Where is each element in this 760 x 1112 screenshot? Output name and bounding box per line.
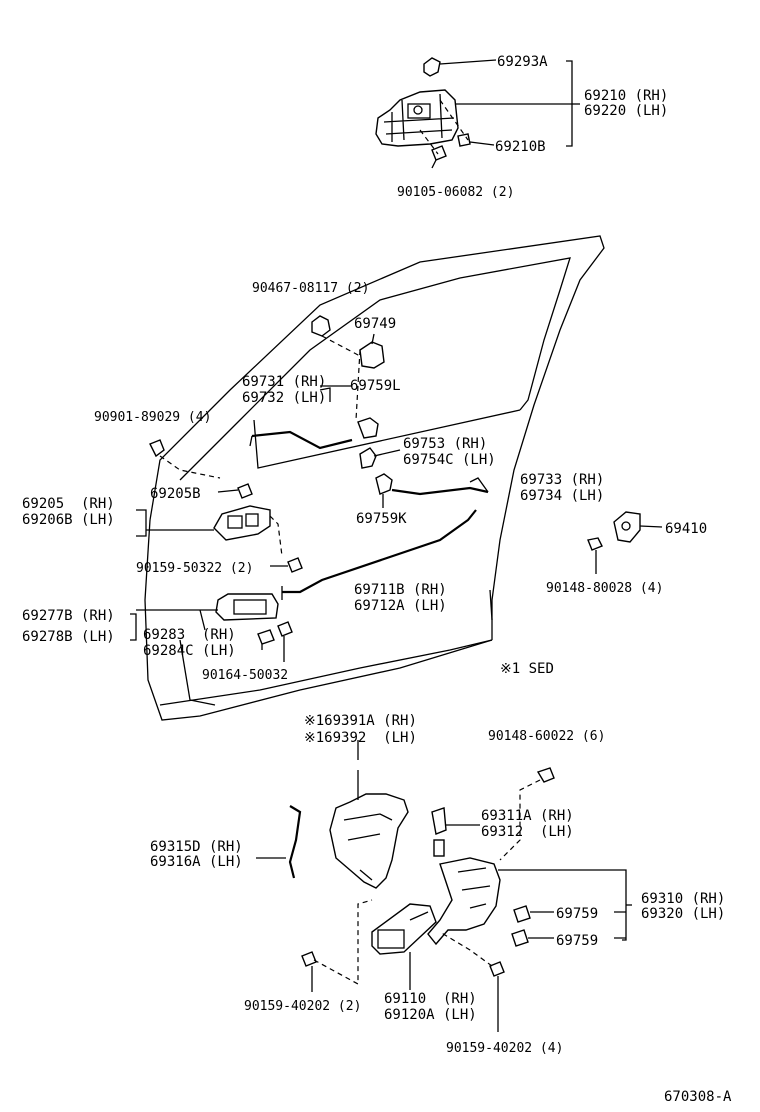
label-69734: 69734 (LH) (520, 488, 604, 504)
label-69283: 69283 (RH) (143, 627, 236, 643)
diagram-id: 670308-A (664, 1089, 732, 1105)
label-69410: 69410 (665, 521, 707, 537)
label-69759-lower: 69759 (556, 933, 598, 949)
door-upper-parts (130, 315, 663, 662)
label-69210B: 69210B (495, 139, 546, 155)
label-69206B: 69206B (LH) (22, 512, 115, 528)
label-90148-80028: 90148-80028 (4) (546, 581, 663, 596)
label-69320: 69320 (LH) (641, 906, 725, 922)
label-69315D: 69315D (RH) (150, 839, 243, 855)
label-69749: 69749 (354, 316, 396, 332)
label-69759-upper: 69759 (556, 906, 598, 922)
label-69759L: 69759L (350, 378, 401, 394)
label-69293A: 69293A (497, 54, 548, 70)
label-90105: 90105-06082 (2) (397, 185, 514, 200)
label-69277B: 69277B (RH) (22, 608, 115, 624)
label-note-sed: ※1 SED (500, 661, 554, 677)
outside-handle-assembly (375, 57, 580, 169)
door-lock-assembly (256, 740, 632, 1032)
label-69316A: 69316A (LH) (150, 854, 243, 870)
label-69759K: 69759K (356, 511, 407, 527)
label-69110: 69110 (RH) (384, 991, 477, 1007)
door-frame (144, 235, 605, 721)
label-69278B: 69278B (LH) (22, 629, 115, 645)
label-90148-60022: 90148-60022 (6) (488, 729, 605, 744)
label-69220: 69220 (LH) (584, 103, 668, 119)
label-69731: 69731 (RH) (242, 374, 326, 390)
label-69712A: 69712A (LH) (354, 598, 447, 614)
label-69753: 69753 (RH) (403, 436, 487, 452)
label-69754C: 69754C (LH) (403, 452, 496, 468)
label-69732: 69732 (LH) (242, 390, 326, 406)
label-69210: 69210 (RH) (584, 88, 668, 104)
label-90164: 90164-50032 (202, 668, 288, 683)
label-69711B: 69711B (RH) (354, 582, 447, 598)
label-69205: 69205 (RH) (22, 496, 115, 512)
label-69392: ※169392 (LH) (304, 730, 417, 746)
label-90901: 90901-89029 (4) (94, 410, 211, 425)
label-69310: 69310 (RH) (641, 891, 725, 907)
label-69205B: 69205B (150, 486, 201, 502)
label-69391A: ※169391A (RH) (304, 713, 417, 729)
label-90159-40202-2: 90159-40202 (2) (244, 999, 361, 1014)
label-90159-40202-4: 90159-40202 (4) (446, 1041, 563, 1056)
label-69312: 69312 (LH) (481, 824, 574, 840)
label-69311A: 69311A (RH) (481, 808, 574, 824)
label-90467: 90467-08117 (2) (252, 281, 369, 296)
label-69733: 69733 (RH) (520, 472, 604, 488)
label-90159-50322: 90159-50322 (2) (136, 561, 253, 576)
label-69284C: 69284C (LH) (143, 643, 236, 659)
label-69120A: 69120A (LH) (384, 1007, 477, 1023)
part-labels: 69293A 69210 (RH) 69220 (LH) 69210B 9010… (22, 54, 732, 1105)
